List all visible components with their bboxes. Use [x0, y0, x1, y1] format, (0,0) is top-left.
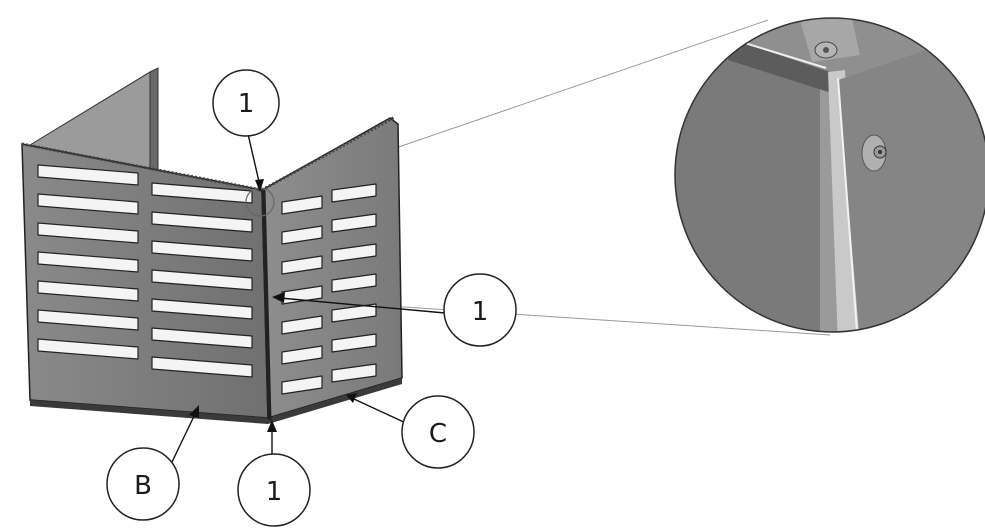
- vent-slot: [281, 345, 323, 365]
- vent-slot: [151, 269, 253, 291]
- callout-right-label: 1: [472, 297, 489, 327]
- callout-bottom-balloon: 1: [237, 453, 311, 527]
- vent-slot: [281, 225, 323, 245]
- vent-slot: [37, 251, 139, 273]
- vent-slot: [151, 327, 253, 349]
- callout-top-label: 1: [238, 89, 255, 119]
- vent-slot: [151, 298, 253, 320]
- vent-slot: [331, 213, 377, 233]
- callout-b-balloon: B: [106, 447, 180, 521]
- callout-bottom-label: 1: [266, 477, 283, 507]
- vent-slot: [331, 333, 377, 353]
- vent-slot: [151, 356, 253, 378]
- left-panel: [21, 142, 269, 424]
- vent-slot: [37, 309, 139, 331]
- zoom-detail-view: [674, 17, 985, 333]
- vent-slot: [151, 182, 253, 204]
- vent-slot: [151, 240, 253, 262]
- vent-slot: [331, 183, 377, 203]
- corner-seam: [262, 189, 272, 421]
- vent-slot: [331, 243, 377, 263]
- vent-slot: [331, 363, 377, 383]
- vent-slot: [37, 164, 139, 186]
- right-panel-slots: [281, 183, 377, 395]
- vent-slot: [37, 280, 139, 302]
- callout-top-balloon: 1: [212, 69, 280, 137]
- vent-slot: [331, 273, 377, 293]
- vent-slot: [281, 255, 323, 275]
- callout-right-balloon: 1: [443, 273, 517, 347]
- left-panel-slots: [37, 164, 253, 378]
- vent-slot: [151, 211, 253, 233]
- callout-b-label: B: [134, 471, 152, 501]
- vent-slot: [281, 375, 323, 395]
- leader-lines: [171, 133, 446, 463]
- callout-c-balloon: C: [401, 395, 475, 469]
- vent-slot: [37, 222, 139, 244]
- right-panel: [261, 115, 403, 424]
- vent-slot: [37, 338, 139, 360]
- vent-slot: [281, 315, 323, 335]
- callout-c-label: C: [429, 419, 447, 449]
- vent-slot: [37, 193, 139, 215]
- vent-slot: [281, 195, 323, 215]
